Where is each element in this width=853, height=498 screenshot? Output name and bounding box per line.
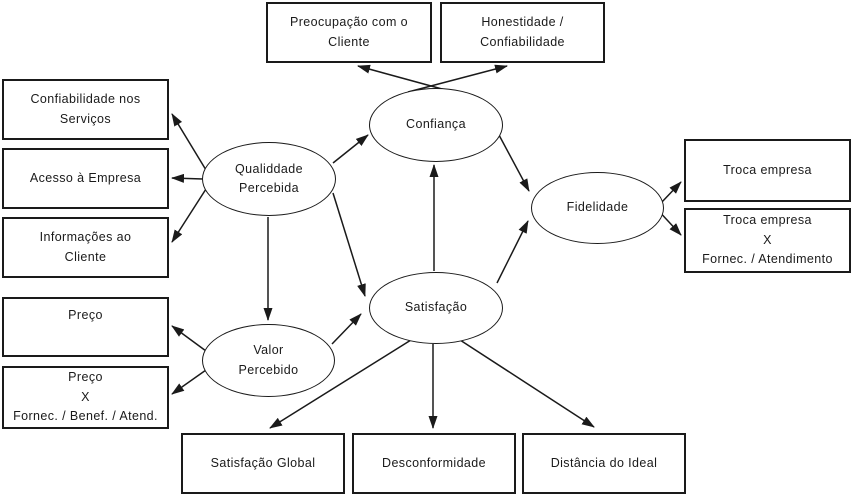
indicator-label: X <box>763 232 772 247</box>
arrow-qualidade-to-satisfacao <box>332 192 366 297</box>
arrow-qualidade-to-confiabilidade-servicos <box>171 113 207 171</box>
latent-satisfacao: Satisfação <box>369 272 503 344</box>
indicator-label: Distância do Ideal <box>550 455 658 470</box>
arrow-satisfacao-to-distancia-ideal <box>459 339 595 428</box>
arrow-qualidade-to-informacoes-cliente <box>171 188 207 243</box>
indicator-distancia-ideal: Distância do Ideal <box>522 433 686 494</box>
indicator-preco: Preço <box>2 297 169 357</box>
indicator-satisfacao-global: Satisfação Global <box>181 433 345 494</box>
indicator-honestidade-confiabilidade: Honestidade / Confiabilidade <box>440 2 605 63</box>
indicator-label: Preço <box>68 308 103 323</box>
indicator-label: Satisfação Global <box>210 455 316 470</box>
latent-confianca: Confiança <box>369 88 503 162</box>
latent-valor-percebido: Valor Percebido <box>202 324 335 397</box>
indicator-label: Cliente <box>64 249 107 264</box>
indicator-label: Fornec. / Atendimento <box>702 252 833 267</box>
indicator-label: Fornec. / Benef. / Atend. <box>13 409 158 424</box>
latent-label: Percebida <box>239 181 299 195</box>
indicator-preocupacao-cliente: Preocupação com o Cliente <box>266 2 432 63</box>
latent-qualidade-percebida: Qualiddade Percebida <box>202 142 336 216</box>
indicator-label: Informações ao <box>39 230 132 245</box>
indicator-acesso-empresa: Acesso à Empresa <box>2 148 169 209</box>
arrow-qualidade-to-confianca <box>332 134 369 164</box>
indicator-label: Serviços <box>59 111 112 126</box>
indicator-label: Troca empresa <box>723 213 812 228</box>
arrow-valor-to-satisfacao <box>331 313 362 345</box>
latent-label: Confiança <box>406 117 466 132</box>
latent-label: Fidelidade <box>566 200 629 215</box>
indicator-desconformidade: Desconformidade <box>352 433 516 494</box>
arrow-satisfacao-to-satisfacao-global <box>269 339 412 429</box>
latent-label: Percebido <box>238 362 299 377</box>
indicator-confiabilidade-servicos: Confiabilidade nos Serviços <box>2 79 169 140</box>
latent-label: Valor <box>253 343 284 358</box>
indicator-informacoes-cliente: Informações ao Cliente <box>2 217 169 278</box>
indicator-label: Honestidade / <box>481 15 564 30</box>
indicator-label: Desconformidade <box>382 455 486 470</box>
arrow-confianca-to-honestidade <box>407 64 508 93</box>
latent-label: Satisfação <box>404 300 468 315</box>
arrow-satisfacao-to-fidelidade <box>496 220 529 284</box>
indicator-preco-x: Preço X Fornec. / Benef. / Atend. <box>2 366 169 429</box>
indicator-troca-empresa: Troca empresa <box>684 139 851 202</box>
latent-label: Qualiddade <box>235 161 303 176</box>
indicator-label: Preocupação com o <box>290 15 408 30</box>
arrow-confianca-to-fidelidade <box>498 134 530 192</box>
arrow-qualidade-to-acesso-empresa <box>171 173 204 183</box>
indicator-troca-empresa-x: Troca empresa X Fornec. / Atendimento <box>684 208 851 273</box>
indicator-label: Confiabilidade nos <box>30 92 141 107</box>
latent-fidelidade: Fidelidade <box>531 172 664 244</box>
arrow-valor-to-preco <box>171 325 207 352</box>
indicator-label: Troca empresa <box>723 162 812 177</box>
arrow-valor-to-preco-x <box>171 369 207 395</box>
indicator-label: Confiabilidade <box>480 34 565 49</box>
indicator-label: Preço <box>68 370 103 385</box>
indicator-label: Cliente <box>328 34 370 49</box>
indicator-label: Acesso à Empresa <box>29 170 142 185</box>
indicator-label: X <box>81 389 90 404</box>
